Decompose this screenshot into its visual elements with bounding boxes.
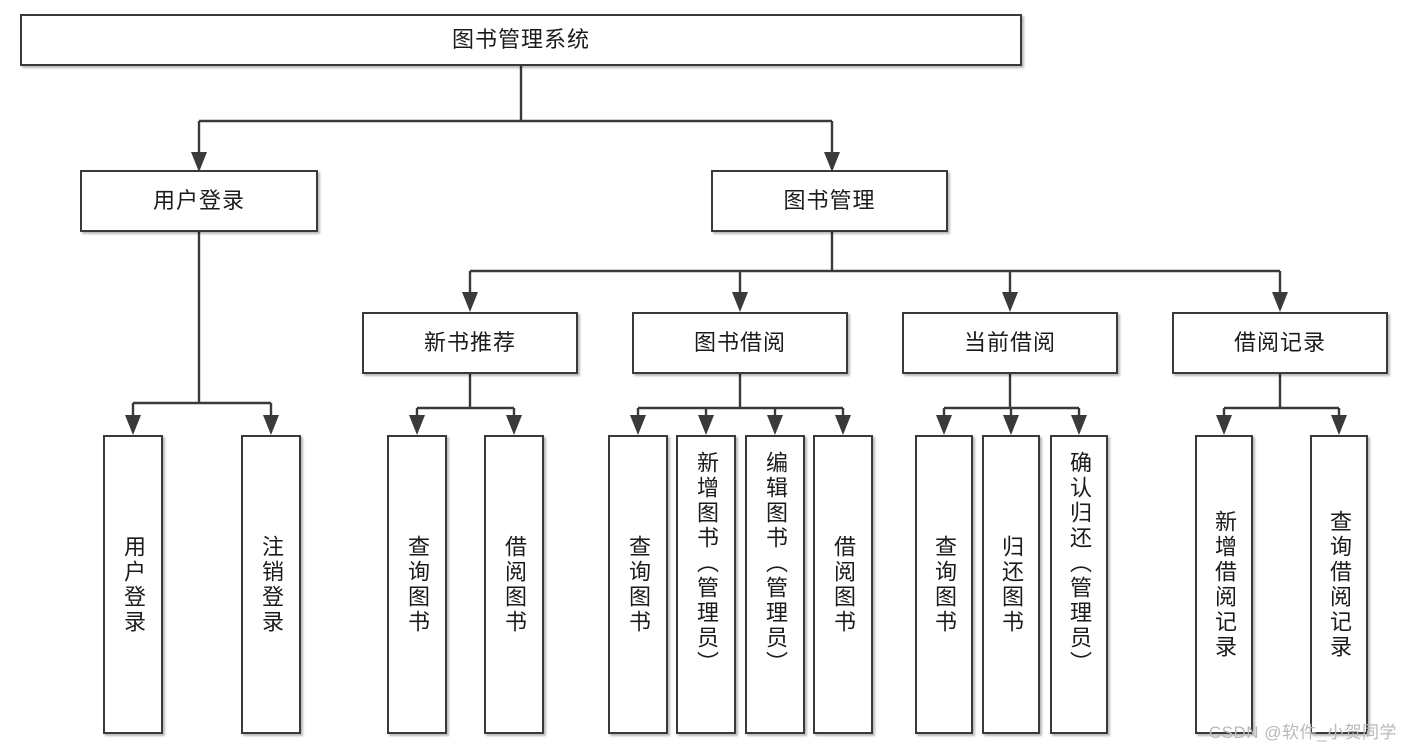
leaf-node-recommend-borrow-book[interactable]: 借阅图书 — [484, 435, 544, 734]
connector-bookborrow-to-leaves — [630, 374, 851, 435]
node-label: 新增借阅记录 — [1212, 509, 1237, 660]
node-label: 查询借阅记录 — [1327, 509, 1352, 660]
node-book-borrow[interactable]: 图书借阅 — [632, 312, 848, 374]
node-label: 图书管理系统 — [451, 27, 590, 53]
node-label: 查询图书 — [626, 534, 651, 635]
node-label: 新增图书（管理员） — [694, 451, 719, 676]
leaf-node-record-query[interactable]: 查询借阅记录 — [1310, 435, 1368, 734]
node-label: 借阅记录 — [1233, 330, 1326, 356]
node-user-login[interactable]: 用户登录 — [80, 170, 318, 232]
leaf-node-borrow-add-book[interactable]: 新增图书（管理员） — [676, 435, 736, 734]
leaf-node-recommend-query-book[interactable]: 查询图书 — [387, 435, 447, 734]
connector-newbook-to-leaves — [409, 374, 522, 435]
leaf-node-current-query-book[interactable]: 查询图书 — [915, 435, 973, 734]
node-label: 借阅图书 — [831, 534, 856, 635]
node-label: 当前借阅 — [963, 330, 1056, 356]
leaf-node-borrow-edit-book[interactable]: 编辑图书（管理员） — [745, 435, 805, 734]
node-label: 注销登录 — [259, 534, 284, 635]
leaf-node-record-add[interactable]: 新增借阅记录 — [1195, 435, 1253, 734]
node-new-book-recommend[interactable]: 新书推荐 — [362, 312, 578, 374]
node-current-borrow[interactable]: 当前借阅 — [902, 312, 1118, 374]
leaf-node-current-confirm-return[interactable]: 确认归还（管理员） — [1050, 435, 1108, 734]
node-label: 归还图书 — [999, 534, 1024, 635]
node-label: 新书推荐 — [423, 330, 516, 356]
node-book-management[interactable]: 图书管理 — [711, 170, 948, 232]
connector-borrowrecord-to-leaves — [1216, 374, 1347, 435]
node-borrow-record[interactable]: 借阅记录 — [1172, 312, 1388, 374]
leaf-node-borrow-query-book[interactable]: 查询图书 — [608, 435, 668, 734]
watermark-text: CSDN @软件_小贺同学 — [1208, 723, 1397, 742]
node-book-management-system[interactable]: 图书管理系统 — [20, 14, 1022, 66]
connector-bookmanage-to-level3 — [462, 232, 1288, 312]
node-label: 查询图书 — [405, 534, 430, 635]
node-label: 查询图书 — [932, 534, 957, 635]
connector-currentborrow-to-leaves — [936, 374, 1087, 435]
node-label: 用户登录 — [152, 188, 245, 214]
leaf-node-user-login[interactable]: 用户登录 — [103, 435, 163, 734]
leaf-node-borrow-lend-book[interactable]: 借阅图书 — [813, 435, 873, 734]
node-label: 用户登录 — [121, 534, 146, 635]
connector-userlogin-to-leaves — [125, 232, 279, 435]
node-label: 确认归还（管理员） — [1067, 451, 1092, 676]
leaf-node-user-logout[interactable]: 注销登录 — [241, 435, 301, 734]
node-label: 借阅图书 — [502, 534, 527, 635]
node-label: 图书管理 — [783, 188, 876, 214]
node-label: 图书借阅 — [693, 330, 786, 356]
connector-root-to-level2 — [191, 66, 840, 172]
node-label: 编辑图书（管理员） — [763, 451, 788, 676]
leaf-node-current-return-book[interactable]: 归还图书 — [982, 435, 1040, 734]
